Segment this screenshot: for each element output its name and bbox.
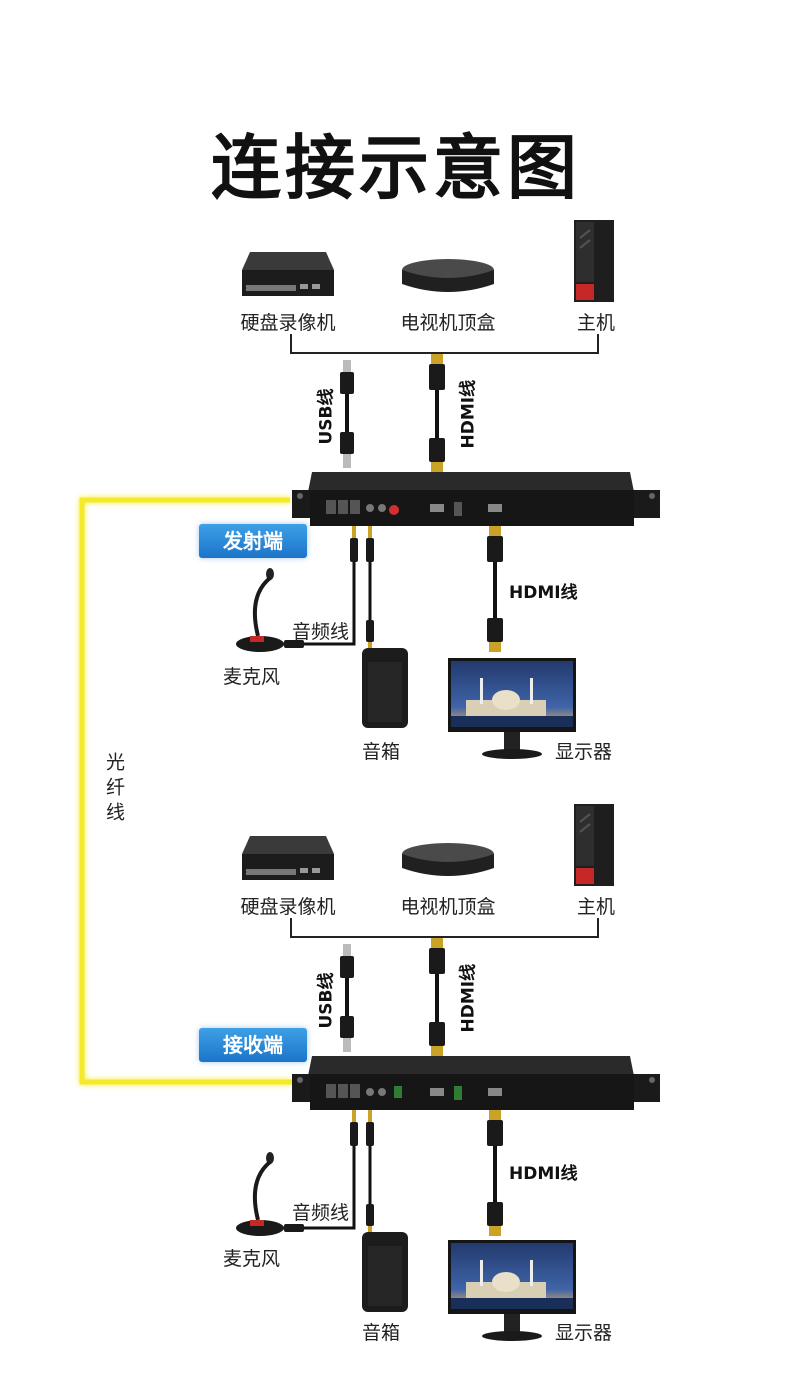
microphone-icon [236, 1152, 284, 1236]
speaker-icon [362, 1232, 408, 1312]
settop-box-icon [402, 843, 494, 876]
monitor-icon [448, 658, 576, 759]
speaker-label: 音箱 [362, 741, 401, 763]
hdmi-out-label: HDMI线 [509, 583, 578, 603]
usb-cable-label: USB线 [316, 972, 337, 1029]
transmitter-section: 硬盘录像机 电视机顶盒 主机 USB线 HDMI线 [199, 220, 660, 763]
source-label-pc: 主机 [576, 896, 615, 918]
usb-cable-label: USB线 [316, 388, 337, 445]
source-label-pc: 主机 [576, 312, 615, 334]
hdmi-out-cable-icon [487, 526, 503, 652]
source-label-settop: 电视机顶盒 [400, 312, 496, 334]
speaker-icon [362, 648, 408, 728]
microphone-label: 麦克风 [223, 666, 281, 688]
pc-tower-icon [574, 220, 614, 302]
microphone-label: 麦克风 [223, 1248, 281, 1270]
hdmi-in-label: HDMI线 [458, 963, 479, 1033]
receiver-tag: 接收端 [199, 1028, 307, 1062]
source-label-settop: 电视机顶盒 [400, 896, 496, 918]
hdmi-out-cable-icon [487, 1110, 503, 1236]
microphone-icon [236, 568, 284, 652]
fiber-label: 光纤线 [103, 752, 125, 827]
source-label-dvr: 硬盘录像机 [240, 312, 336, 334]
monitor-label: 显示器 [555, 1322, 613, 1344]
receiver-section: 硬盘录像机 电视机顶盒 主机 USB线 HDMI线 接收端 [0, 584, 792, 1364]
monitor-icon [448, 1240, 576, 1341]
pc-tower-icon [574, 804, 614, 886]
audio-cable-label: 音频线 [292, 621, 350, 643]
hdmi-in-cable-icon [429, 354, 445, 472]
audio-cable-label: 音频线 [292, 1202, 350, 1224]
hdmi-out-label: HDMI线 [509, 1164, 578, 1184]
hdmi-in-label: HDMI线 [458, 379, 479, 449]
receiver-device-icon [292, 1056, 660, 1110]
dvr-icon [242, 252, 334, 296]
transmitter-tag: 发射端 [199, 524, 307, 558]
monitor-label: 显示器 [555, 741, 613, 763]
transmitter-device-icon [292, 472, 660, 526]
source-bracket [290, 334, 599, 354]
dvr-icon [242, 836, 334, 880]
speaker-label: 音箱 [362, 1322, 401, 1344]
page-title: 连接示意图 [211, 127, 581, 209]
audio-cable-icon [274, 1110, 374, 1236]
usb-cable-icon [340, 944, 354, 1052]
settop-box-icon [402, 259, 494, 292]
hdmi-in-cable-icon [429, 938, 445, 1056]
source-bracket [290, 918, 599, 938]
usb-cable-icon [340, 360, 354, 468]
source-label-dvr: 硬盘录像机 [240, 896, 336, 918]
